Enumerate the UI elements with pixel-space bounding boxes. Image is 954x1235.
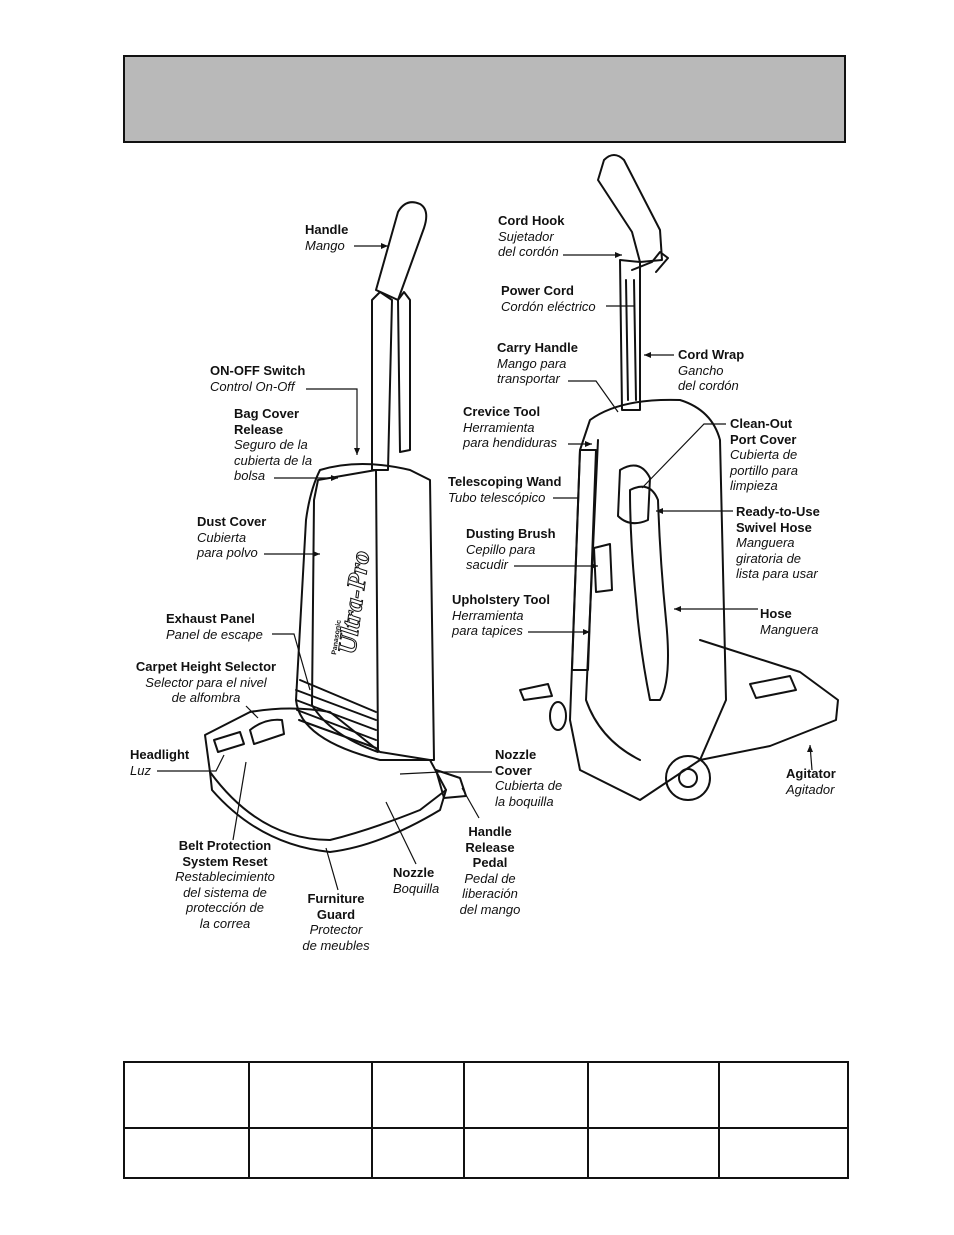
label-handle-release-pedal: Handle Release Pedal Pedal de liberación… — [459, 824, 521, 917]
table-cell — [718, 1061, 849, 1129]
left-height-selector — [249, 718, 285, 745]
label-dusting-brush: Dusting Brush Cepillo para sacudir — [466, 526, 556, 572]
label-telescoping-wand: Telescoping Wand Tubo telescópico — [448, 474, 562, 505]
label-belt-protection-reset: Belt Protection System Reset Restablecim… — [175, 838, 275, 931]
table-row — [123, 1127, 849, 1179]
table-cell — [248, 1127, 373, 1179]
header-band — [123, 55, 846, 143]
table-cell — [248, 1061, 373, 1129]
table-cell — [463, 1127, 589, 1179]
label-nozzle-cover: Nozzle Cover Cubierta de la boquilla — [495, 747, 563, 809]
table-cell — [123, 1127, 250, 1179]
label-headlight: Headlight Luz — [130, 747, 190, 778]
table-cell — [587, 1061, 720, 1129]
label-swivel-hose: Ready-to-Use Swivel Hose Manguera girato… — [736, 504, 820, 581]
label-on-off-switch: ON-OFF Switch Control On-Off — [210, 363, 306, 394]
label-cord-hook: Cord Hook Sujetador del cordón — [498, 213, 565, 259]
right-wheel — [665, 755, 711, 801]
left-body — [295, 463, 435, 761]
right-hose — [629, 485, 669, 701]
label-cord-wrap: Cord Wrap Gancho del cordón — [678, 347, 745, 393]
left-handle-tube — [371, 291, 393, 471]
right-dusting-brush — [593, 543, 613, 593]
label-bag-cover-release: Bag Cover Release Seguro de la cubierta … — [234, 406, 313, 483]
left-base — [204, 707, 447, 841]
label-agitator: Agitator Agitador — [786, 766, 836, 797]
right-swivel-port — [617, 464, 651, 525]
right-handle-grip — [597, 154, 663, 263]
label-dust-cover: Dust Cover Cubierta para polvo — [197, 514, 267, 560]
label-carpet-height-selector: Carpet Height Selector Selector para el … — [135, 659, 277, 705]
label-nozzle: Nozzle Boquilla — [393, 865, 440, 896]
table-cell — [371, 1127, 465, 1179]
label-crevice-tool: Crevice Tool Herramienta para hendiduras — [463, 404, 557, 450]
label-upholstery-tool: Upholstery Tool Herramienta para tapices — [452, 592, 550, 638]
label-carry-handle: Carry Handle Mango para transportar — [497, 340, 578, 386]
label-clean-out-port-cover: Clean-Out Port Cover Cubierta de portill… — [730, 416, 798, 493]
right-base — [699, 639, 839, 761]
table-cell — [371, 1061, 465, 1129]
table-cell — [718, 1127, 849, 1179]
label-hose: Hose Manguera — [760, 606, 819, 637]
left-headlight-shape — [213, 731, 245, 753]
right-handle-tube — [619, 259, 641, 411]
label-handle: Handle Mango — [305, 222, 349, 253]
left-handle-grip — [375, 201, 428, 301]
table-cell — [123, 1061, 250, 1129]
right-wand — [571, 449, 597, 671]
spec-table — [123, 1061, 849, 1179]
brand-maker: Panasonic — [331, 620, 343, 656]
table-cell — [587, 1127, 720, 1179]
label-exhaust-panel: Exhaust Panel Panel de escape — [166, 611, 263, 642]
right-body — [569, 398, 727, 801]
label-furniture-guard: Furniture Guard Protector de meubles — [302, 891, 370, 953]
label-power-cord: Power Cord Cordón eléctrico — [501, 283, 596, 314]
table-cell — [463, 1061, 589, 1129]
table-row — [123, 1061, 849, 1129]
